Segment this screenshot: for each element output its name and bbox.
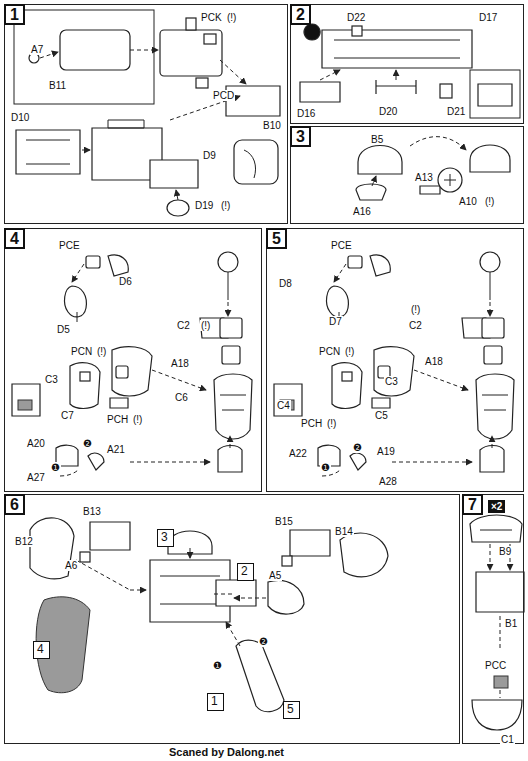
reference-box: 3 bbox=[157, 529, 174, 547]
part-label: B14 bbox=[334, 526, 354, 537]
part-label: B10 bbox=[262, 120, 282, 131]
reference-box: 5 bbox=[283, 701, 300, 719]
part-label: B11 bbox=[48, 80, 67, 91]
part-label: PCN bbox=[318, 346, 341, 357]
step-panel: 1 bbox=[4, 4, 288, 224]
part-label: (!) bbox=[226, 12, 237, 23]
part-label: A27 bbox=[26, 472, 46, 483]
part-label: D9 bbox=[202, 150, 217, 161]
part-label: ❷ bbox=[258, 636, 269, 647]
part-label: PCH bbox=[300, 418, 323, 429]
step-panel: 4 bbox=[4, 228, 262, 492]
part-label: D7 bbox=[328, 316, 343, 327]
part-label: D6 bbox=[118, 276, 133, 287]
part-label: (!) bbox=[220, 200, 231, 211]
part-label: A20 bbox=[26, 438, 46, 449]
part-label: (!) bbox=[344, 346, 355, 357]
part-label: ❶ bbox=[212, 660, 223, 671]
part-label: A28 bbox=[378, 476, 398, 487]
part-label: D21 bbox=[446, 106, 466, 117]
part-label: D22 bbox=[346, 12, 366, 23]
reference-number: 3 bbox=[158, 530, 173, 544]
part-label: B1 bbox=[504, 618, 518, 629]
part-label: A18 bbox=[424, 356, 444, 367]
part-label: D17 bbox=[478, 12, 498, 23]
part-label: D16 bbox=[296, 108, 316, 119]
part-label: ❷ bbox=[82, 438, 93, 449]
part-label: PCH bbox=[106, 414, 129, 425]
part-label: PCK bbox=[200, 12, 223, 23]
part-label: D10 bbox=[10, 112, 30, 123]
part-label: C5 bbox=[374, 410, 389, 421]
part-label: (!) bbox=[132, 414, 143, 425]
step-number: 6 bbox=[4, 494, 25, 515]
step-number: 4 bbox=[4, 228, 25, 249]
part-label: (!) bbox=[326, 418, 337, 429]
part-label: ❶ bbox=[50, 462, 61, 473]
step-number: 5 bbox=[266, 228, 287, 249]
step-number: 7 bbox=[462, 494, 483, 515]
part-label: ❷ bbox=[352, 442, 363, 453]
part-label: A6 bbox=[64, 560, 78, 571]
part-label: (!) bbox=[484, 196, 495, 207]
part-label: PCC bbox=[484, 660, 507, 671]
part-label: A19 bbox=[376, 446, 396, 457]
reference-number: 2 bbox=[238, 564, 253, 578]
part-label: C6 bbox=[174, 392, 189, 403]
part-label: A5 bbox=[268, 570, 282, 581]
part-label: PCD bbox=[212, 90, 235, 101]
reference-number: 1 bbox=[208, 694, 223, 708]
part-label: PCE bbox=[58, 240, 81, 251]
part-label: A10 bbox=[458, 196, 478, 207]
part-label: C2 bbox=[176, 320, 191, 331]
part-label: (!) bbox=[410, 304, 421, 315]
part-label: PCE bbox=[330, 240, 353, 251]
step-panel: 6 3 2 4 1 5 bbox=[4, 494, 460, 744]
part-label: D19 bbox=[194, 200, 214, 211]
part-label: D8 bbox=[278, 278, 293, 289]
part-label: A22 bbox=[288, 448, 308, 459]
part-label: C3 bbox=[44, 374, 59, 385]
reference-number: 5 bbox=[284, 702, 299, 716]
part-label: A18 bbox=[170, 358, 190, 369]
step-number: 2 bbox=[290, 4, 311, 25]
step-number: 3 bbox=[290, 126, 311, 147]
step-number: 1 bbox=[4, 4, 25, 25]
part-label: B9 bbox=[498, 546, 512, 557]
part-label: C2 bbox=[408, 320, 423, 331]
part-label: D5 bbox=[56, 324, 71, 335]
part-label: B12 bbox=[14, 536, 34, 547]
part-label: A16 bbox=[352, 206, 372, 217]
part-label: (!) bbox=[96, 346, 107, 357]
quantity-badge: ×2 bbox=[488, 500, 505, 513]
part-label: A7 bbox=[30, 44, 44, 55]
part-label: A13 bbox=[414, 172, 434, 183]
part-label: B5 bbox=[370, 134, 384, 145]
part-label: C4 bbox=[276, 400, 291, 411]
part-label: D20 bbox=[378, 106, 398, 117]
reference-box: 2 bbox=[237, 563, 254, 581]
part-label: (!) bbox=[200, 320, 211, 331]
part-label: B15 bbox=[274, 516, 294, 527]
reference-box: 1 bbox=[207, 693, 224, 711]
reference-number: 4 bbox=[34, 642, 49, 656]
reference-box: 4 bbox=[33, 641, 50, 659]
part-label: C3 bbox=[384, 376, 399, 387]
step-panel: 3 bbox=[290, 126, 524, 224]
part-label: C1 bbox=[500, 734, 515, 745]
part-label: A21 bbox=[106, 444, 126, 455]
part-label: PCN bbox=[70, 346, 93, 357]
part-label: ❶ bbox=[320, 462, 331, 473]
watermark: Scaned by Dalong.net bbox=[168, 747, 285, 758]
part-label: C7 bbox=[60, 410, 75, 421]
part-label: B13 bbox=[82, 506, 102, 517]
